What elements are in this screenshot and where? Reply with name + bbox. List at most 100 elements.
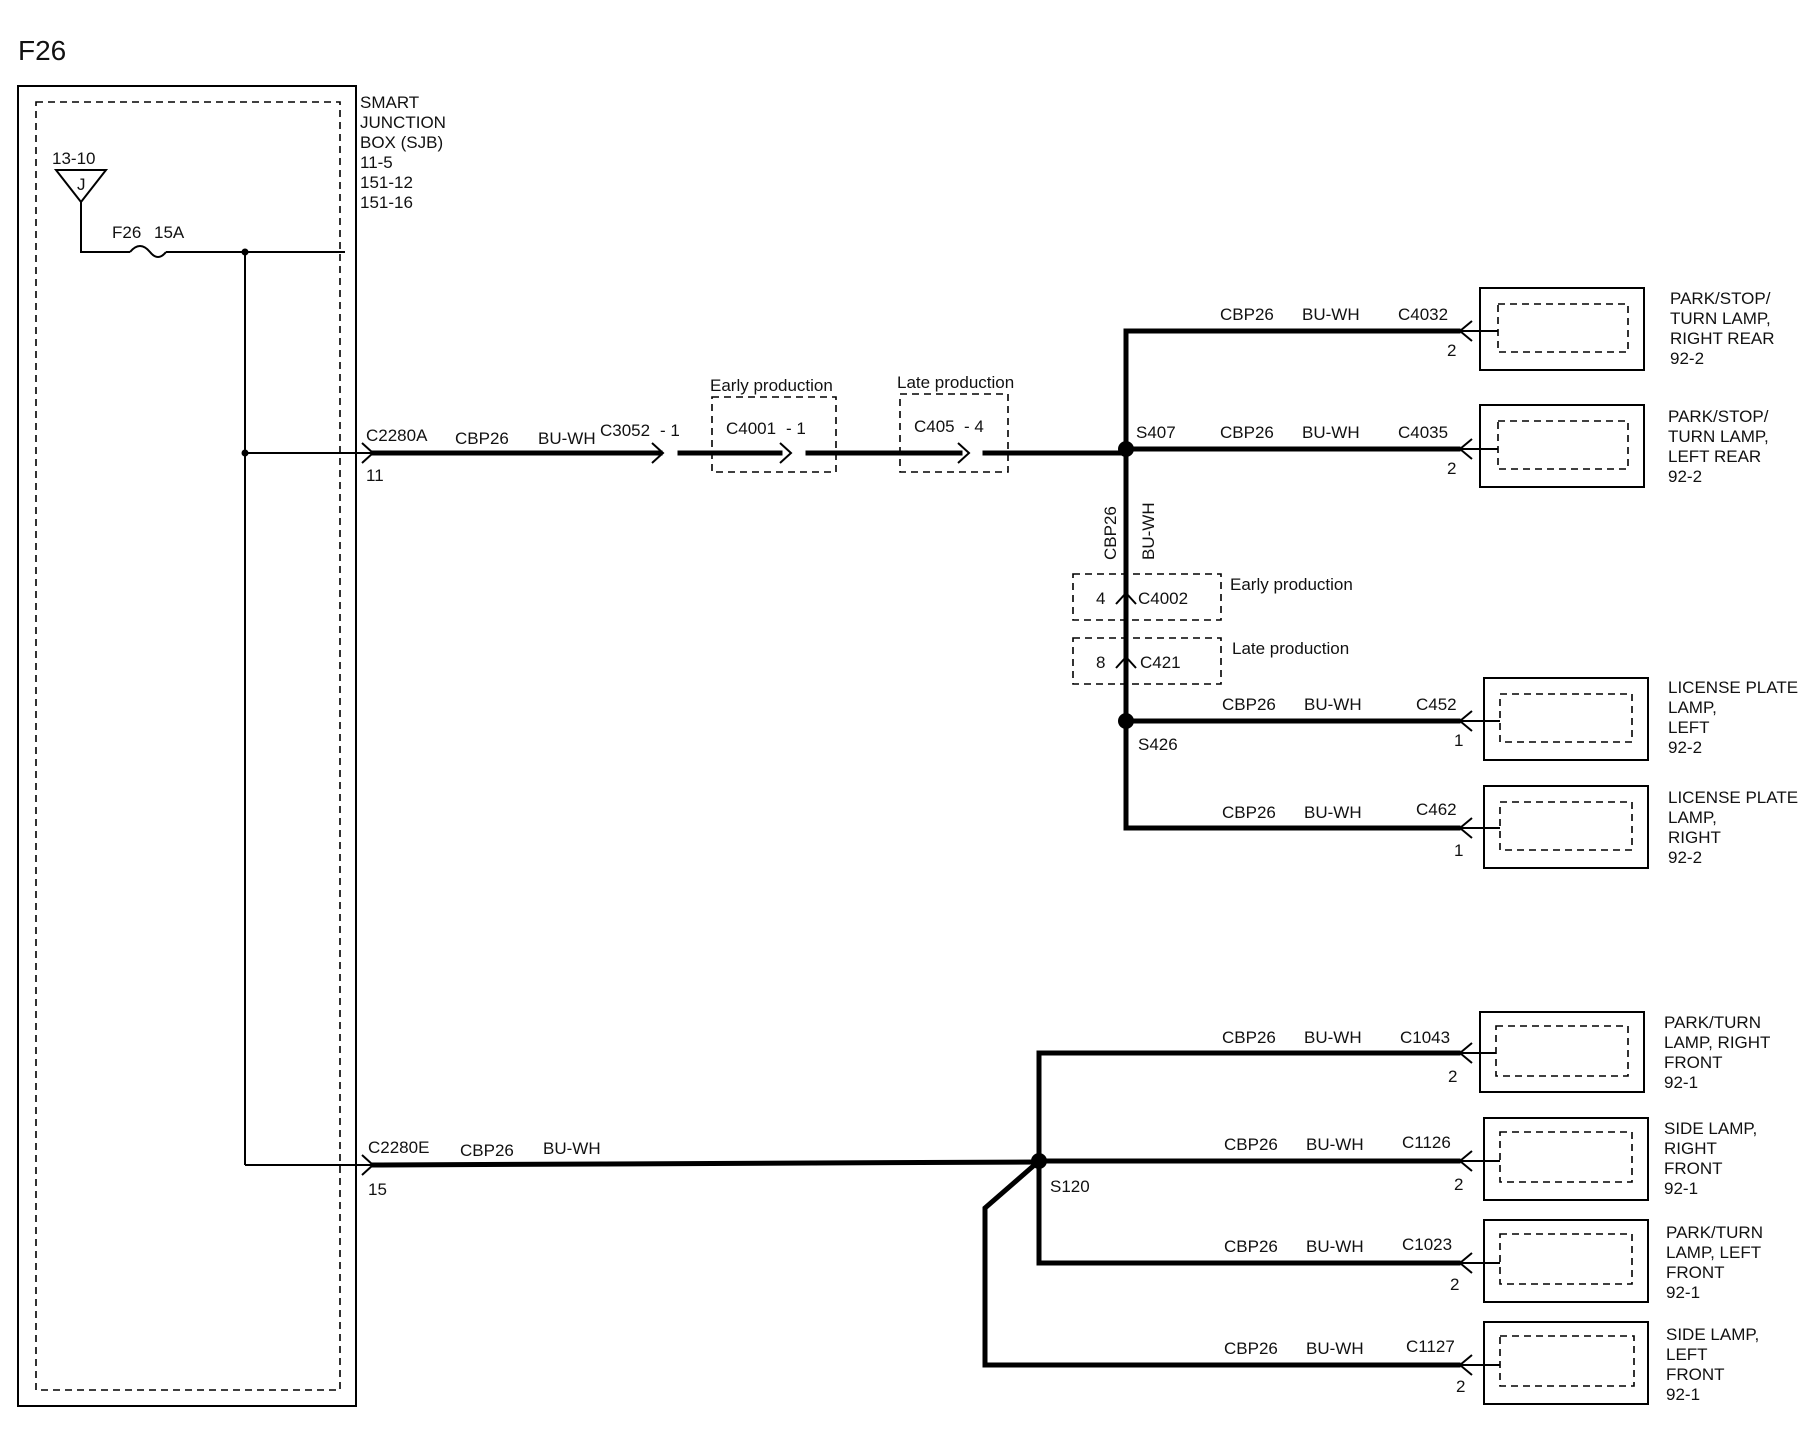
c405-connector: C405 — [914, 417, 955, 436]
load-circuit: CBP26 — [1224, 1135, 1278, 1154]
load-pin: 2 — [1450, 1275, 1459, 1294]
load-pin: 2 — [1456, 1377, 1465, 1396]
vertical-run: CBP26 BU-WH 4 C4002 Early production 8 C… — [1072, 502, 1461, 831]
load-circuit: CBP26 — [1224, 1339, 1278, 1358]
c421-late-label: Late production — [1232, 639, 1349, 658]
load-name-4: 92-2 — [1668, 738, 1702, 757]
s407-label: S407 — [1136, 423, 1176, 442]
vertical-color: BU-WH — [1139, 502, 1158, 560]
load-park-stop-turn-right-rear: CBP26 BU-WH C4032 2 PARK/STOP/ TURN LAMP… — [1220, 287, 1775, 371]
load-name-3: LEFT REAR — [1668, 447, 1761, 466]
load-name-3: LEFT — [1668, 718, 1710, 737]
power-feed-icon: 13-10 J — [52, 149, 109, 204]
load-connector: C1127 — [1406, 1337, 1455, 1356]
load-name-4: 92-2 — [1668, 848, 1702, 867]
load-name-4: 92-2 — [1668, 467, 1702, 486]
c2280e-connector: C2280E — [368, 1138, 429, 1157]
load-name-1: PARK/TURN — [1664, 1013, 1761, 1032]
fuse-rating: 15A — [154, 223, 185, 242]
load-components: CBP26 BU-WH C4032 2 PARK/STOP/ TURN LAMP… — [1220, 287, 1798, 1405]
load-name-1: PARK/STOP/ — [1670, 289, 1771, 308]
load-park-turn-left-front: CBP26 BU-WH C1023 2 PARK/TURN LAMP, LEFT… — [1224, 1219, 1763, 1303]
c4002-early-box — [1072, 573, 1222, 621]
load-name-3: FRONT — [1664, 1053, 1723, 1072]
sjb-internal-wiring — [241, 248, 372, 1166]
sjb-label-line-3: BOX (SJB) — [360, 133, 443, 152]
sjb-label-line-1: SMART — [360, 93, 419, 112]
rear-feed-wire: C2280A 11 CBP26 BU-WH C3052 - 1 Early pr… — [361, 373, 1176, 485]
load-name-2: TURN LAMP, — [1670, 309, 1771, 328]
c3052-pin: - 1 — [660, 421, 680, 440]
load-pin: 2 — [1448, 1067, 1457, 1086]
load-connector: C1023 — [1402, 1235, 1452, 1254]
load-connector: C4035 — [1398, 423, 1448, 442]
c4001-pin: - 1 — [786, 419, 806, 438]
s120-label: S120 — [1050, 1177, 1090, 1196]
load-name-3: RIGHT REAR — [1670, 329, 1775, 348]
load-color: BU-WH — [1306, 1237, 1364, 1256]
c405-late-label: Late production — [897, 373, 1014, 392]
load-side-lamp-right-front: CBP26 BU-WH C1126 2 SIDE LAMP, RIGHT FRO… — [1224, 1117, 1757, 1201]
rear-color: BU-WH — [538, 429, 596, 448]
load-name-3: FRONT — [1664, 1159, 1723, 1178]
load-name-3: FRONT — [1666, 1365, 1725, 1384]
load-color: BU-WH — [1306, 1339, 1364, 1358]
load-name-3: RIGHT — [1668, 828, 1721, 847]
load-color: BU-WH — [1302, 305, 1360, 324]
load-connector: C4032 — [1398, 305, 1448, 324]
load-name-2: LAMP, RIGHT — [1664, 1033, 1770, 1052]
c4001-early-label: Early production — [710, 376, 833, 395]
load-park-turn-right-front: CBP26 BU-WH C1043 2 PARK/TURN LAMP, RIGH… — [1222, 1011, 1770, 1093]
c4001-early-box — [711, 396, 837, 473]
c421-late-box — [1072, 637, 1222, 685]
load-name-4: 92-1 — [1666, 1283, 1700, 1302]
load-name-2: LEFT — [1666, 1345, 1708, 1364]
load-name-2: LAMP, — [1668, 698, 1717, 717]
load-name-1: LICENSE PLATE — [1668, 788, 1798, 807]
load-name-3: FRONT — [1666, 1263, 1725, 1282]
c4002-connector: C4002 — [1138, 589, 1188, 608]
load-color: BU-WH — [1302, 423, 1360, 442]
load-connector: C1126 — [1402, 1133, 1451, 1152]
feed-reference: 13-10 — [52, 149, 95, 168]
c405-late-box — [899, 393, 1009, 473]
load-name-1: LICENSE PLATE — [1668, 678, 1798, 697]
load-license-plate-right: CBP26 BU-WH C462 1 LICENSE PLATE LAMP, R… — [1222, 785, 1798, 869]
load-circuit: CBP26 — [1222, 1028, 1276, 1047]
load-circuit: CBP26 — [1220, 423, 1274, 442]
load-name-1: PARK/STOP/ — [1668, 407, 1769, 426]
load-name-4: 92-1 — [1666, 1385, 1700, 1404]
front-color: BU-WH — [543, 1139, 601, 1158]
c3052-connector: C3052 — [600, 421, 650, 440]
load-name-1: SIDE LAMP, — [1666, 1325, 1759, 1344]
c4001-connector: C4001 — [726, 419, 776, 438]
load-name-4: 92-2 — [1670, 349, 1704, 368]
load-circuit: CBP26 — [1222, 695, 1276, 714]
load-pin: 2 — [1447, 459, 1456, 478]
load-name-2: RIGHT — [1664, 1139, 1717, 1158]
load-name-1: SIDE LAMP, — [1664, 1119, 1757, 1138]
c421-connector: C421 — [1140, 653, 1181, 672]
sjb-ref-2: 151-12 — [360, 173, 413, 192]
rear-circuit: CBP26 — [455, 429, 509, 448]
s426-label: S426 — [1138, 735, 1178, 754]
load-pin: 2 — [1454, 1175, 1463, 1194]
c4002-early-label: Early production — [1230, 575, 1353, 594]
feed-letter: J — [77, 175, 86, 194]
load-name-4: 92-1 — [1664, 1073, 1698, 1092]
c2280e-pin: 15 — [368, 1180, 387, 1199]
load-side-lamp-left-front: CBP26 BU-WH C1127 2 SIDE LAMP, LEFT FRON… — [1224, 1321, 1759, 1405]
c421-pin: 8 — [1096, 653, 1105, 672]
sjb-ref-1: 11-5 — [360, 153, 393, 172]
smart-junction-box: SMART JUNCTION BOX (SJB) 11-5 151-12 15 1… — [17, 85, 446, 1407]
load-color: BU-WH — [1304, 803, 1362, 822]
c405-pin: - 4 — [964, 417, 984, 436]
load-pin: 1 — [1454, 731, 1463, 750]
load-circuit: CBP26 — [1220, 305, 1274, 324]
fuse-f26: F26 15A — [80, 202, 345, 258]
sjb-label-line-2: JUNCTION — [360, 113, 446, 132]
load-pin: 1 — [1454, 841, 1463, 860]
load-color: BU-WH — [1304, 1028, 1362, 1047]
load-name-2: TURN LAMP, — [1668, 427, 1769, 446]
